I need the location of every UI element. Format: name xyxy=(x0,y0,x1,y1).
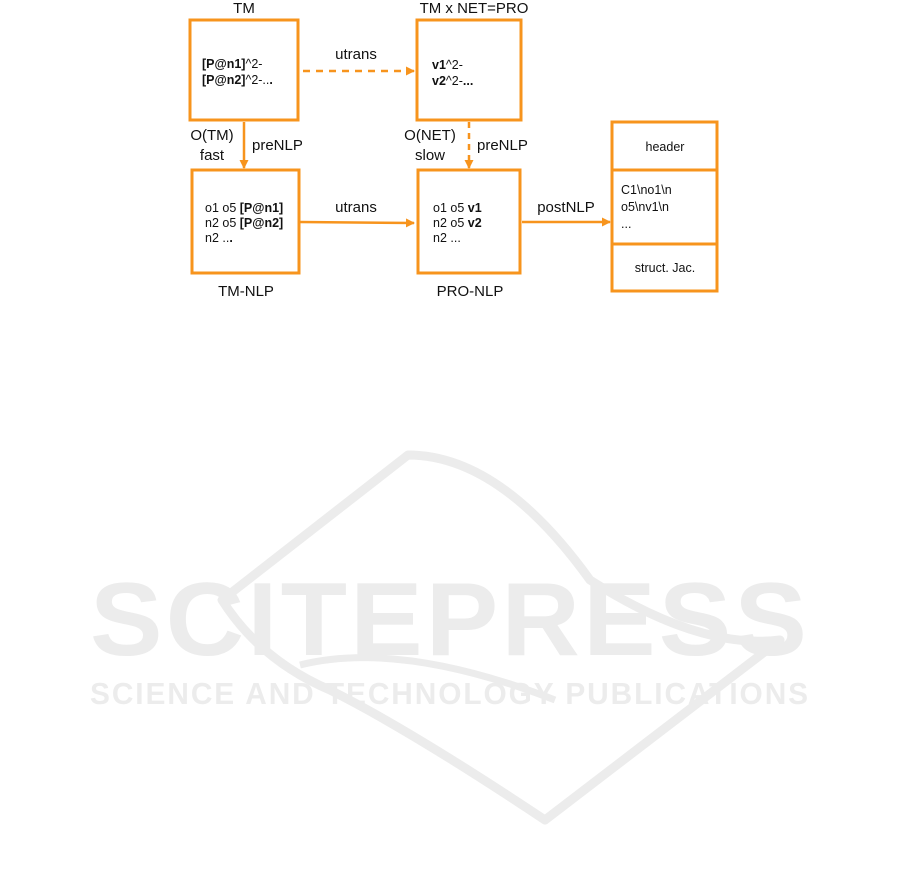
tm-nlp-box: o1 o5 [P@n1] n2 o5 [P@n2] n2 ... TM-NLP xyxy=(192,170,299,300)
watermark-logo-text: SCITEPRESS xyxy=(90,562,810,678)
utrans-mid-label: utrans xyxy=(335,199,377,216)
tm-nlp-line-2: n2 o5 [P@n2] xyxy=(205,216,283,230)
left-prenlp-label: preNLP xyxy=(252,137,303,154)
watermark-tagline: SCIENCE AND TECHNOLOGY PUBLICATIONS xyxy=(90,676,810,711)
tm-nlp-line-3: n2 ... xyxy=(205,231,233,245)
tm-line-2: [P@n2]^2-... xyxy=(202,73,273,87)
pro-line-2: v2^2-... xyxy=(432,74,473,88)
pro-nlp-line-3: n2 ... xyxy=(433,231,461,245)
right-speed-label: slow xyxy=(415,147,445,164)
pro-line-1: v1^2- xyxy=(432,58,463,72)
output-body-line-2: o5\nv1\n xyxy=(621,200,669,214)
right-cost-label: O(NET) xyxy=(404,127,456,144)
tm-title: TM xyxy=(233,0,255,17)
utrans-mid-arrow xyxy=(300,222,414,223)
pro-box: TM x NET=PRO v1^2- v2^2-... xyxy=(417,0,528,120)
postnlp-label: postNLP xyxy=(537,199,595,216)
output-footer-cell: struct. Jac. xyxy=(635,261,695,275)
tm-nlp-title: TM-NLP xyxy=(218,283,274,300)
pro-nlp-line-1: o1 o5 v1 xyxy=(433,201,482,215)
output-body-line-1: C1\no1\n xyxy=(621,183,672,197)
left-cost-label: O(TM) xyxy=(190,127,233,144)
left-speed-label: fast xyxy=(200,147,225,164)
pro-nlp-box: o1 o5 v1 n2 o5 v2 n2 ... PRO-NLP xyxy=(418,170,520,300)
watermark-logo: SCITEPRESS SCIENCE AND TECHNOLOGY PUBLIC… xyxy=(90,455,810,820)
pro-nlp-title: PRO-NLP xyxy=(437,283,504,300)
right-prenlp-label: preNLP xyxy=(477,137,528,154)
output-box: header C1\no1\n o5\nv1\n ... struct. Jac… xyxy=(612,122,717,291)
pro-title: TM x NET=PRO xyxy=(420,0,529,17)
tm-nlp-line-1: o1 o5 [P@n1] xyxy=(205,201,283,215)
tm-box: TM [P@n1]^2- [P@n2]^2-... xyxy=(190,0,298,120)
output-header-cell: header xyxy=(646,140,685,154)
output-body-line-3: ... xyxy=(621,217,631,231)
tm-line-1: [P@n1]^2- xyxy=(202,57,262,71)
pro-nlp-line-2: n2 o5 v2 xyxy=(433,216,482,230)
utrans-top-label: utrans xyxy=(335,46,377,63)
